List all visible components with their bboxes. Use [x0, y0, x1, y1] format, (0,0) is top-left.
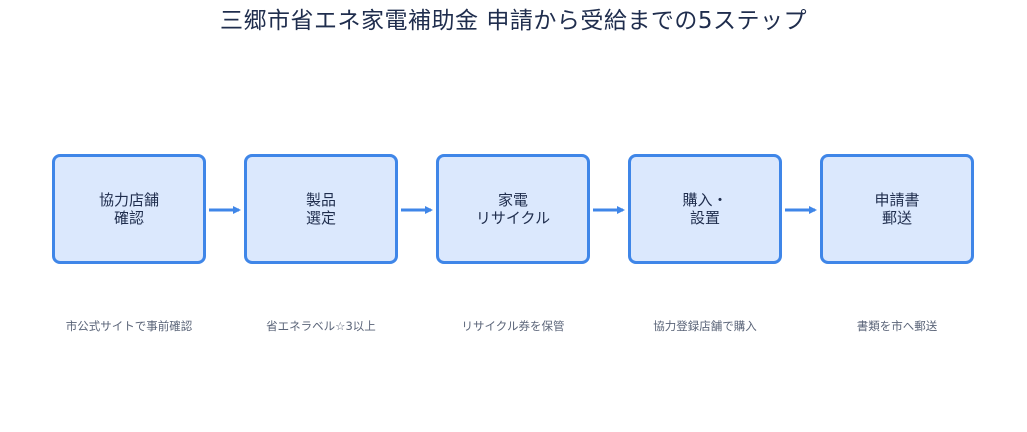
step-4-label: 購入・ 設置 — [682, 191, 728, 227]
step-4-box: 購入・ 設置 — [628, 154, 782, 264]
step-3-label: 家電 リサイクル — [475, 191, 551, 227]
step-2-label: 製品 選定 — [305, 191, 336, 227]
diagram-title: 三郷市省エネ家電補助金 申請から受給までの5ステップ — [220, 8, 807, 34]
step-2-box: 製品 選定 — [244, 154, 398, 264]
step-1-box: 協力店舗 確認 — [52, 154, 206, 264]
step-4-note: 協力登録店舗で購入 — [653, 319, 757, 333]
step-1-label: 協力店舗 確認 — [98, 191, 159, 227]
step-2-note: 省エネラベル☆3以上 — [266, 319, 376, 333]
step-5-label: 申請書 郵送 — [874, 191, 920, 227]
step-5-box: 申請書 郵送 — [820, 154, 974, 264]
step-3-note: リサイクル券を保管 — [461, 319, 565, 333]
step-1-note: 市公式サイトで事前確認 — [65, 319, 193, 333]
step-3-box: 家電 リサイクル — [436, 154, 590, 264]
step-5-note: 書類を市へ郵送 — [856, 319, 938, 333]
